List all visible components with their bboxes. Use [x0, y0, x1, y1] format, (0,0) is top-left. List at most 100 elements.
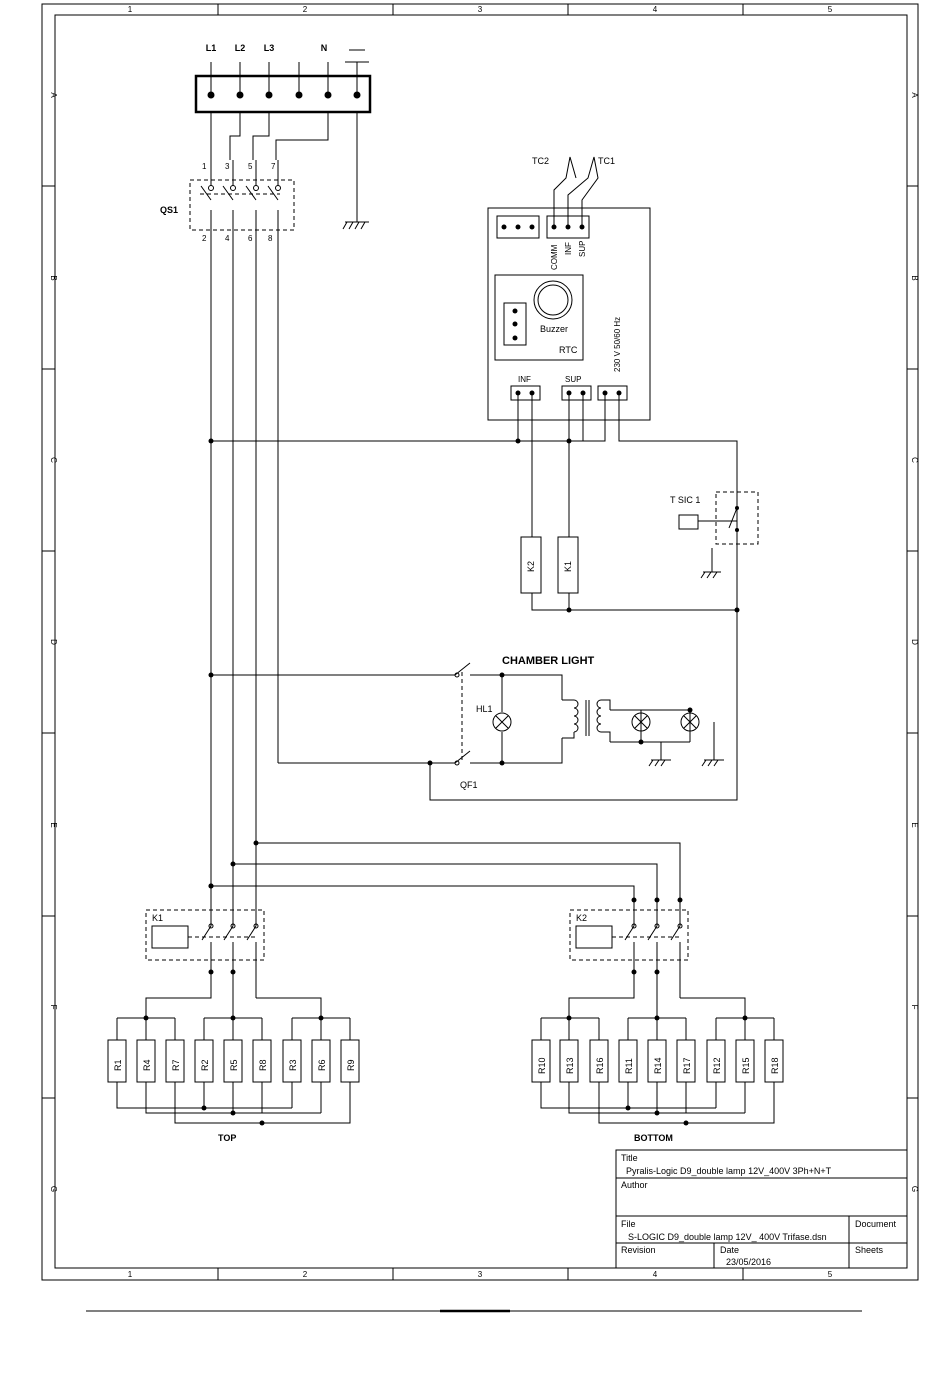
- tc1-label: TC1: [598, 156, 615, 166]
- tsic-label: T SIC 1: [670, 495, 700, 505]
- svg-text:R2: R2: [200, 1059, 210, 1071]
- col-marker: 3: [478, 5, 483, 14]
- resistor: R16: [589, 1039, 609, 1083]
- chamber-light-circuit: CHAMBER LIGHT QF1 HL1: [208, 610, 738, 801]
- svg-text:R14: R14: [653, 1057, 663, 1074]
- svg-text:5: 5: [248, 162, 253, 171]
- resistor: R9: [340, 1039, 360, 1083]
- row-marker: B: [910, 275, 919, 280]
- date-value: 23/05/2016: [726, 1257, 771, 1267]
- svg-text:R3: R3: [288, 1059, 298, 1071]
- file-value: S-LOGIC D9_double lamp 12V_ 400V Trifase…: [628, 1232, 827, 1242]
- tc2-label: TC2: [532, 156, 549, 166]
- resistor: R5: [223, 1039, 243, 1083]
- col-marker: 3: [478, 1270, 483, 1279]
- revision-label: Revision: [621, 1245, 656, 1255]
- out-inf-label: INF: [518, 375, 531, 384]
- svg-text:R9: R9: [346, 1059, 356, 1071]
- contactor-k1: K1: [145, 909, 265, 998]
- buzzer-icon: [533, 280, 573, 320]
- controller-unit: COMM INF SUP TC2 TC1 Buzzer RTC 230 V 50…: [487, 156, 651, 421]
- title-value: Pyralis-Logic D9_double lamp 12V_400V 3P…: [626, 1166, 832, 1176]
- supply-label: 230 V 50/60 Hz: [613, 317, 622, 372]
- top-group-label: TOP: [218, 1133, 236, 1143]
- terminal-label-l1: L1: [206, 43, 217, 53]
- svg-text:R8: R8: [258, 1059, 268, 1071]
- svg-text:R15: R15: [741, 1057, 751, 1074]
- tsic-safety-thermostat: T SIC 1: [670, 480, 759, 579]
- resistor: R10: [531, 1039, 551, 1083]
- resistor: R17: [676, 1039, 696, 1083]
- earth-symbol-icon: [345, 49, 369, 63]
- resistor: R4: [136, 1039, 156, 1083]
- svg-text:K2: K2: [526, 561, 536, 572]
- svg-text:6: 6: [248, 234, 253, 243]
- row-markers: A B C D E F G A B C D E F G: [49, 92, 919, 1192]
- coil-k1: K1: [557, 536, 579, 594]
- title-label: Title: [621, 1153, 638, 1163]
- svg-text:7: 7: [271, 162, 276, 171]
- lamp-label: HL1: [476, 704, 493, 714]
- resistor: R12: [706, 1039, 726, 1083]
- rtc-label: RTC: [559, 345, 578, 355]
- resistor: R7: [165, 1039, 185, 1083]
- row-marker: E: [49, 822, 58, 827]
- row-marker: D: [49, 639, 58, 645]
- ground-icon: [700, 548, 721, 579]
- resistor: R8: [252, 1039, 272, 1083]
- qs1-label: QS1: [160, 205, 178, 215]
- transformer-icon: [562, 699, 579, 739]
- chamber-light-title: CHAMBER LIGHT: [502, 655, 595, 667]
- lamp-icon: [680, 712, 700, 732]
- resistor: R3: [282, 1039, 302, 1083]
- col-marker: 4: [653, 1270, 658, 1279]
- lamp-icon: [492, 712, 512, 732]
- contactor-k2: K2: [569, 909, 689, 998]
- svg-text:R18: R18: [770, 1057, 780, 1074]
- svg-text:3: 3: [225, 162, 230, 171]
- svg-text:R11: R11: [624, 1058, 634, 1074]
- col-marker: 2: [303, 5, 308, 14]
- bottom-group-label: BOTTOM: [634, 1133, 673, 1143]
- col-marker: 4: [653, 5, 658, 14]
- file-label: File: [621, 1219, 636, 1229]
- svg-text:R17: R17: [682, 1057, 692, 1074]
- svg-text:R6: R6: [317, 1059, 327, 1071]
- author-label: Author: [621, 1180, 648, 1190]
- column-markers: 1 2 3 4 5 1 2 3 4 5: [128, 5, 833, 1279]
- ground-icon: [342, 221, 369, 230]
- resistor-bank-bottom: R10 R13 R16 R11 R14 R17 R12 R15 R18 BOTT…: [531, 972, 784, 1143]
- svg-text:R13: R13: [565, 1057, 575, 1074]
- terminal-label-l2: L2: [235, 43, 246, 53]
- row-marker: D: [910, 639, 919, 645]
- svg-text:R7: R7: [171, 1059, 181, 1071]
- document-label: Document: [855, 1219, 897, 1229]
- svg-text:R4: R4: [142, 1059, 152, 1071]
- resistor-bank-top: R1 R4 R7 R2 R5 R8 R3 R6 R9 TOP: [107, 972, 360, 1143]
- resistor: R15: [735, 1039, 755, 1083]
- breaker-label: QF1: [460, 780, 478, 790]
- col-marker: 5: [828, 5, 833, 14]
- ground-icon: [648, 759, 724, 767]
- svg-text:R5: R5: [229, 1059, 239, 1071]
- svg-text:4: 4: [225, 234, 230, 243]
- row-marker: G: [910, 1186, 919, 1192]
- svg-text:2: 2: [202, 234, 207, 243]
- row-marker: B: [49, 275, 58, 280]
- resistor: R14: [647, 1039, 667, 1083]
- terminal-label-l3: L3: [264, 43, 275, 53]
- terminal-label-n: N: [321, 43, 328, 53]
- out-sup-label: SUP: [565, 375, 581, 384]
- resistor: R2: [194, 1039, 214, 1083]
- probe-pin-sup: SUP: [578, 241, 587, 257]
- sheets-label: Sheets: [855, 1245, 884, 1255]
- svg-text:R10: R10: [537, 1057, 547, 1074]
- row-marker: F: [910, 1005, 919, 1010]
- svg-text:K1: K1: [563, 561, 573, 572]
- svg-text:K2: K2: [576, 913, 587, 923]
- row-marker: C: [910, 457, 919, 463]
- row-marker: E: [910, 822, 919, 827]
- buzzer-label: Buzzer: [540, 324, 568, 334]
- svg-text:8: 8: [268, 234, 273, 243]
